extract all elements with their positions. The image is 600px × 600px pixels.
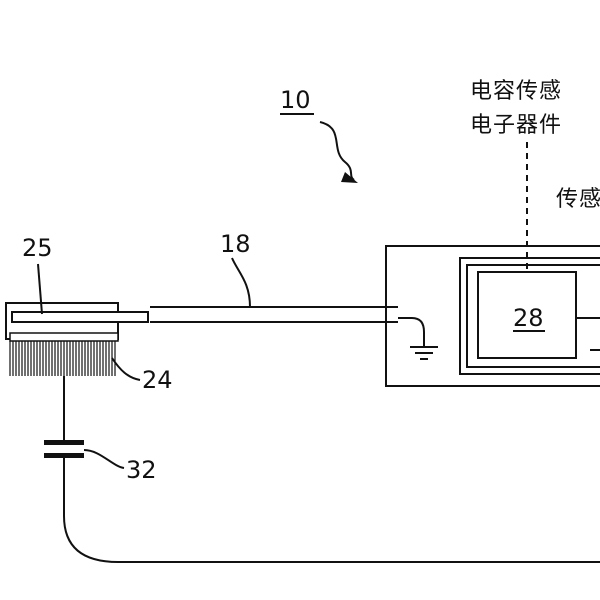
label-18: 18 — [220, 230, 251, 258]
label-18-leader — [231, 257, 251, 308]
capacitor-plate-bottom — [44, 453, 84, 458]
sensor-chip — [477, 271, 577, 359]
label-28: 28 — [513, 304, 544, 332]
label-25: 25 — [22, 234, 53, 262]
housing-box — [385, 245, 600, 387]
electrode-strip — [11, 311, 149, 323]
label-24: 24 — [142, 366, 173, 394]
bristles — [9, 341, 116, 376]
inner-box-outer — [459, 257, 600, 375]
return-wire — [63, 458, 600, 563]
ground-wire — [398, 317, 425, 346]
label-32-leader — [83, 449, 125, 469]
squiggle-arrow — [319, 121, 355, 181]
label-25-leader — [37, 263, 43, 315]
head-plate — [9, 332, 119, 342]
ground-symbol — [410, 346, 438, 360]
inner-box-inner — [466, 264, 600, 368]
ref-numeral-10: 10 — [280, 86, 311, 114]
electronics-caption-line1: 电容传感 — [470, 79, 562, 104]
right-caption-partial: 传感 — [556, 187, 600, 212]
label-32: 32 — [126, 456, 157, 484]
squiggle-arrowhead — [341, 172, 358, 183]
capacitor-plate-top — [44, 440, 84, 445]
label-24-leader — [111, 357, 141, 381]
electronics-caption-line2: 电子器件 — [470, 113, 562, 138]
